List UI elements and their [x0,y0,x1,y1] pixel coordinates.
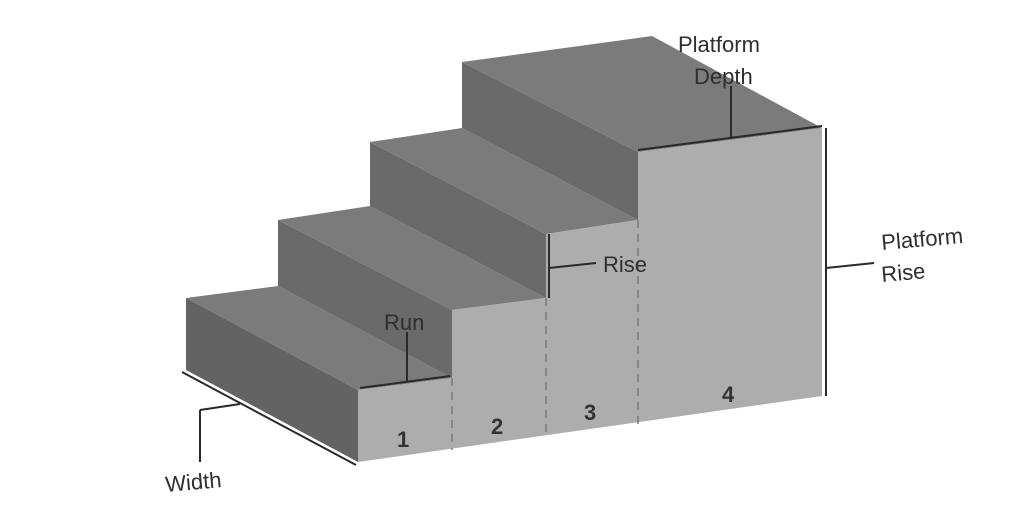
run-label: Run [384,310,424,335]
front-face [358,128,822,462]
rise-label: Rise [603,252,647,277]
width-dim-line [181,371,357,466]
step-2-tread [278,206,546,310]
step-number-4: 4 [722,382,735,407]
platform-rise-label-line1: Platform [880,223,964,255]
platform-rise-label-line2: Rise [880,258,926,287]
step-3-tread [370,128,638,234]
run-dim-line [359,375,451,389]
step-3-riser [370,142,546,298]
platform-riser [462,62,638,220]
platform-depth-label-line1: Platform [678,32,760,57]
step-number-3: 3 [584,400,596,425]
step-1-left-side [186,298,358,462]
platform-depth-label-line2: Depth [694,64,753,89]
width-label: Width [164,467,222,497]
width-leader [199,403,241,411]
step-number-2: 2 [491,414,503,439]
step-number-1: 1 [397,427,409,452]
rise-leader [548,262,597,269]
platform-rise-leader [825,262,875,269]
step-1-tread [186,286,452,390]
step-2-riser [278,220,452,378]
